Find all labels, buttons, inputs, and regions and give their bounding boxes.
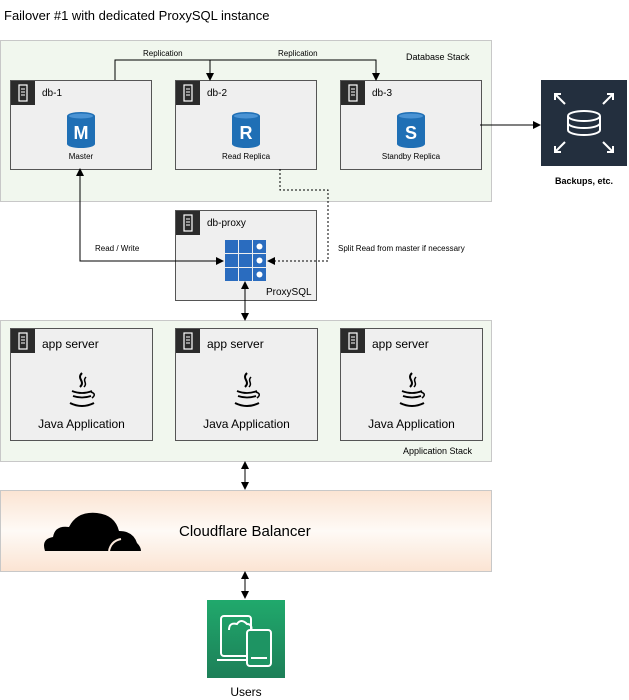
- server-icon: [11, 81, 35, 105]
- server-icon: [176, 329, 200, 353]
- db-server-3[interactable]: db-3 S Standby Replica: [340, 80, 482, 170]
- app-label: Java Application: [368, 417, 455, 431]
- database-stack-label: Database Stack: [406, 52, 470, 62]
- java-icon: [69, 372, 95, 407]
- replication-label-1: Replication: [143, 49, 183, 58]
- java-icon: [399, 372, 425, 407]
- server-name: db-2: [207, 88, 228, 99]
- app-server-3[interactable]: app server Java Application: [340, 328, 483, 441]
- db-role-label: Read Replica: [221, 152, 271, 161]
- cloud-icon: [44, 512, 141, 552]
- app-server-1[interactable]: app server Java Application: [10, 328, 153, 441]
- server-name: app server: [42, 337, 99, 351]
- backups-label: Backups, etc.: [554, 176, 614, 186]
- users-label: Users: [230, 685, 262, 699]
- database-replica-icon: R: [232, 112, 260, 148]
- diagram-title: Failover #1 with dedicated ProxySQL inst…: [4, 8, 270, 23]
- server-icon: [341, 81, 365, 105]
- java-icon: [234, 372, 260, 407]
- proxysql-icon: [225, 240, 266, 281]
- app-label: Java Application: [38, 417, 125, 431]
- users-icon[interactable]: [207, 600, 285, 678]
- db-server-2[interactable]: db-2 R Read Replica: [175, 80, 317, 170]
- backups-icon[interactable]: [541, 80, 627, 166]
- app-label: Java Application: [203, 417, 290, 431]
- server-name: db-3: [372, 88, 393, 99]
- db-role-label: Standby Replica: [381, 152, 441, 161]
- server-name: db-proxy: [207, 218, 246, 229]
- db-letter: R: [240, 123, 253, 143]
- app-server-2[interactable]: app server Java Application: [175, 328, 318, 441]
- server-icon: [11, 329, 35, 353]
- database-master-icon: M: [67, 112, 95, 148]
- replication-line: [114, 59, 380, 81]
- server-name: app server: [207, 337, 264, 351]
- replication-label-2: Replication: [278, 49, 318, 58]
- database-standby-icon: S: [397, 112, 425, 148]
- db-letter: S: [405, 123, 417, 143]
- server-icon: [341, 329, 365, 353]
- db-letter: M: [74, 123, 89, 143]
- server-name: app server: [372, 337, 429, 351]
- cloudflare-label: Cloudflare Balancer: [179, 523, 311, 540]
- application-stack-label: Application Stack: [403, 446, 473, 456]
- db-role-label: Master: [68, 152, 94, 161]
- split-read-label: Split Read from master if necessary: [338, 244, 465, 253]
- server-icon: [176, 81, 200, 105]
- server-name: db-1: [42, 88, 63, 99]
- proxysql-label: ProxySQL: [266, 287, 312, 298]
